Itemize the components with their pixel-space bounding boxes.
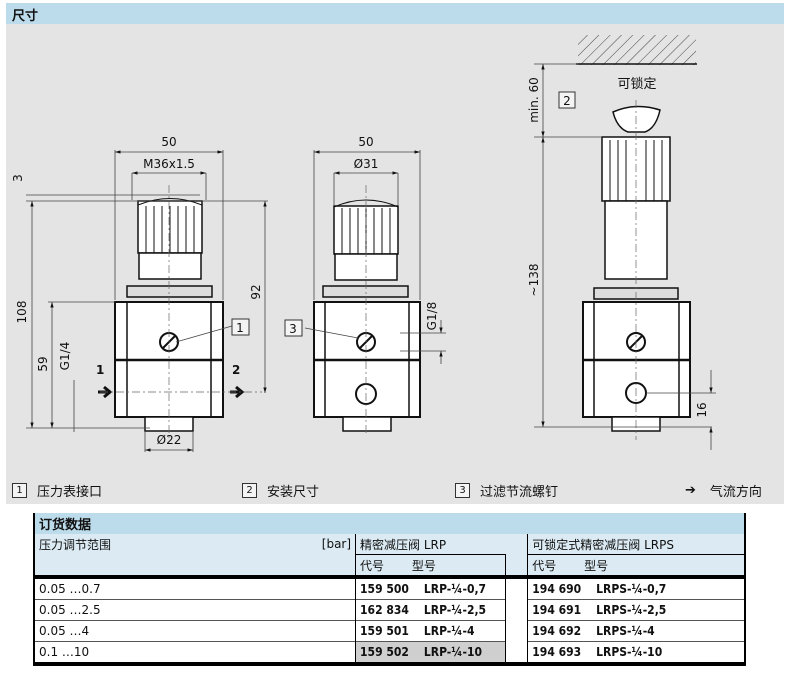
cell-lrps-code: 194 691: [532, 603, 582, 617]
legend-label: 安装尺寸: [267, 484, 320, 500]
col-group-lrp: 精密减压阀 LRP: [355, 534, 529, 555]
dim-port-g18: G1/8: [425, 302, 439, 331]
dim-width-50-side: 50: [358, 135, 373, 149]
cell-lrp-code: 159 501: [360, 624, 409, 638]
port-out-label: 2: [232, 363, 240, 377]
dim-height-92: 92: [249, 284, 263, 299]
cell-lrp-highlighted: 159 502 LRP-¼-10: [355, 641, 506, 666]
cell-lrps-code: 194 693: [532, 645, 582, 659]
technical-drawing: 50 M36x1.5 3 108 59 G1/4 92 1 2 Ø22 1: [11, 35, 716, 452]
cell-lrps: 194 690 LRPS-¼-0,7: [527, 576, 747, 600]
legend-label: 气流方向: [709, 484, 762, 500]
col-header-range: 压力调节范围: [32, 534, 275, 555]
cell-lrps-type: LRPS-¼-0,7: [596, 582, 667, 596]
dim-top-offset: 3: [11, 174, 25, 182]
cell-range: 0.1 …10: [33, 641, 357, 666]
cell-range: 0.05 …4: [33, 620, 357, 642]
cell-lrps: 194 693 LRPS-¼-10: [527, 641, 747, 666]
cell-lrp-type: LRP-¼-2,5: [423, 603, 487, 617]
callout-2: 2: [563, 94, 571, 108]
figure-3-lockable-version: [534, 35, 716, 450]
sub-header-lrp: 代号 型号: [355, 554, 506, 579]
dim-clearance-min60: min. 60: [527, 77, 541, 123]
cell-lrp-code: 162 834: [360, 603, 409, 617]
sub-header-type: 型号: [411, 558, 436, 573]
cell-lrp-type: LRP-¼-4: [423, 624, 475, 638]
legend-item-mounting-dim: 2 安装尺寸: [242, 480, 319, 500]
table-row: 0.05 …4 159 501 LRP-¼-4 194 692 LRPS-¼-4: [33, 620, 747, 642]
cell-lrp-code: 159 502: [360, 645, 409, 659]
table-row: 0.05 …0.7 159 500 LRP-¼-0,7 194 690 LRPS…: [33, 576, 747, 600]
cell-lrps: 194 691 LRPS-¼-2,5: [527, 599, 747, 621]
col-header-unit: [bar]: [274, 534, 357, 555]
section-header: 尺寸: [6, 3, 784, 24]
legend-label: 过滤节流螺钉: [480, 484, 559, 500]
cell-lrp: 159 501 LRP-¼-4: [355, 620, 506, 642]
cell-lrps-code: 194 690: [532, 582, 582, 596]
cell-lrp-code: 159 500: [360, 582, 409, 596]
cell-lrps: 194 692 LRPS-¼-4: [527, 620, 747, 642]
cell-lrps-type: LRPS-¼-2,5: [596, 603, 667, 617]
cell-lrp: 162 834 LRP-¼-2,5: [355, 599, 506, 621]
dim-height-108: 108: [15, 301, 29, 324]
dim-height-59: 59: [36, 356, 50, 371]
table-row: 0.1 …10 159 502 LRP-¼-10 194 693 LRPS-¼-…: [33, 641, 747, 666]
dim-height-138: ~138: [527, 264, 541, 297]
legend-item-filter-screw: 3 过滤节流螺钉: [455, 480, 558, 500]
dim-bottom-16: 16: [695, 402, 709, 417]
sub-header-code: 代号: [532, 558, 557, 573]
callout-3: 3: [289, 322, 297, 336]
dim-thread: M36x1.5: [143, 157, 195, 171]
table-row: 0.05 …2.5 162 834 LRP-¼-2,5 194 691 LRPS…: [33, 599, 747, 621]
legend-item-gauge-port: 1 压力表接口: [12, 480, 102, 500]
callout-1: 1: [236, 321, 244, 335]
cell-range: 0.05 …0.7: [33, 576, 357, 600]
arrow-right-icon: ➔: [685, 482, 696, 498]
dim-dia-31: Ø31: [354, 157, 379, 171]
sub-header-lrps: 代号 型号: [527, 554, 747, 579]
sub-header-code: 代号: [360, 558, 385, 573]
cell-range: 0.05 …2.5: [33, 599, 357, 621]
cell-lrp-type: LRP-¼-0,7: [423, 582, 487, 596]
table-title: 订货数据: [33, 513, 746, 534]
figure-2-side-view: [284, 150, 446, 435]
port-in-label: 1: [96, 363, 104, 377]
lockable-label: 可锁定: [617, 76, 656, 92]
legend-key: 1: [12, 482, 27, 498]
cell-lrps-type: LRPS-¼-10: [596, 645, 663, 659]
cell-lrps-type: LRPS-¼-4: [596, 624, 655, 638]
legend-key: 2: [242, 482, 257, 498]
dim-dia-22: Ø22: [157, 433, 182, 447]
figure-1-front-view: [26, 150, 268, 452]
dim-port-g14: G1/4: [58, 342, 72, 371]
legend-item-flow-direction: ➔ 气流方向: [685, 480, 762, 500]
section-title: 尺寸: [12, 9, 39, 24]
cell-lrps-code: 194 692: [532, 624, 582, 638]
order-data-table: 订货数据 压力调节范围 [bar] 精密减压阀 LRP 可锁定式精密减压阀 LR…: [32, 513, 747, 666]
dim-width-50: 50: [161, 135, 176, 149]
sub-header-type: 型号: [584, 558, 609, 573]
cell-lrp-type: LRP-¼-10: [423, 645, 482, 659]
legend-key: 3: [455, 482, 470, 498]
cell-lrp: 159 500 LRP-¼-0,7: [355, 576, 506, 600]
col-group-lrps: 可锁定式精密减压阀 LRPS: [527, 534, 747, 555]
legend-label: 压力表接口: [37, 484, 103, 500]
